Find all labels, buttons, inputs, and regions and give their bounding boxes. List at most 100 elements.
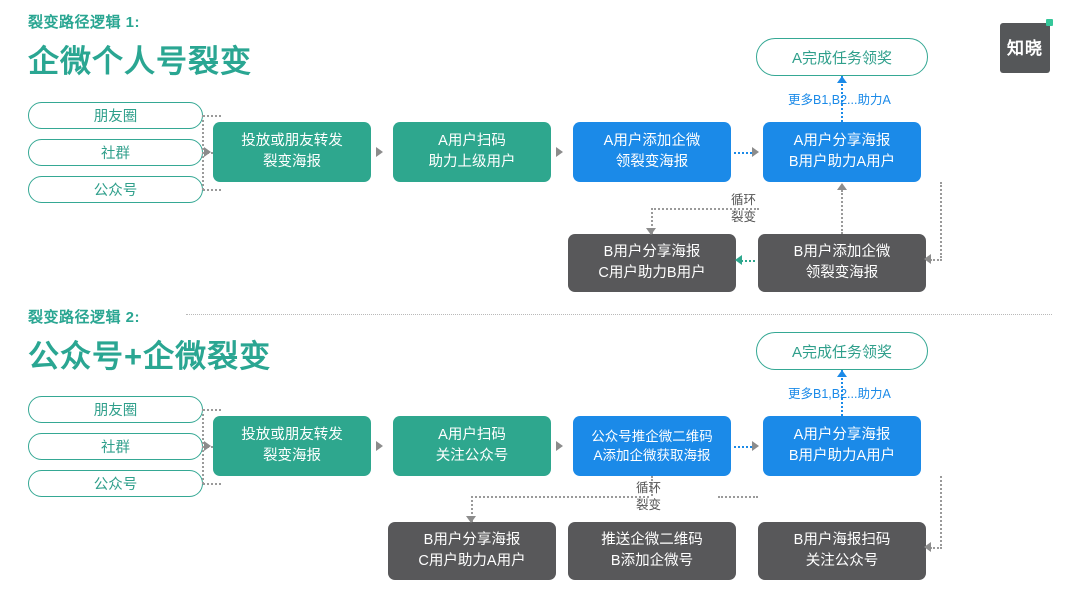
brand-logo: 知晓 [1000, 19, 1053, 73]
flow-step-line2: 关注公众号 [435, 448, 509, 464]
section-2-kicker: 裂变路径逻辑 2: [28, 309, 141, 326]
loop-step-line2: B添加企微号 [610, 553, 694, 569]
arrow-s1-2-to-3 [752, 147, 759, 157]
source-pill-label: 公众号 [93, 477, 138, 493]
flow-step-s1-0[interactable]: 投放或朋友转发 裂变海报 [213, 122, 371, 182]
flow-step-s2-3[interactable]: A用户分享海报 B用户助力A用户 [763, 416, 921, 476]
connector-s2-bus [202, 409, 204, 484]
arrow-s2-0-to-1 [376, 441, 383, 451]
arrow-s1-0-to-1 [376, 147, 383, 157]
flow-step-line1: 投放或朋友转发 [241, 427, 343, 444]
loop-step-s2-1[interactable]: 推送企微二维码 B添加企微号 [568, 522, 736, 580]
reward-note-s2: 更多B1,B2...助力A [788, 387, 891, 401]
flow-step-s2-1[interactable]: A用户扫码 关注公众号 [393, 416, 551, 476]
flow-step-s1-2[interactable]: A用户添加企微 领裂变海报 [573, 122, 731, 182]
connector-s1-into-loop1 [930, 259, 942, 261]
loop-caption-line2: 裂变 [731, 209, 757, 224]
connector-s2-into-loop2 [930, 547, 942, 549]
loop-step-line1: B用户添加企微 [793, 244, 891, 261]
arrow-s1-into-loop0 [646, 228, 656, 235]
loop-step-s1-1[interactable]: B用户添加企微 领裂变海报 [758, 234, 926, 292]
loop-step-s2-0[interactable]: B用户分享海报 C用户助力A用户 [388, 522, 556, 580]
connector-s2-2-to-3 [734, 446, 752, 448]
loop-step-line2: 关注公众号 [805, 553, 879, 569]
arrow-s1-loop-return [837, 183, 847, 190]
flow-step-line1: 公众号推企微二维码 [591, 428, 713, 444]
source-pill-label: 公众号 [93, 183, 138, 199]
arrow-s2-into-loop0 [466, 516, 476, 523]
section-1-title: 企微个人号裂变 [28, 44, 252, 79]
connector-s2-loop0-top [471, 496, 649, 498]
flow-step-line2: A添加企微获取海报 [593, 448, 711, 463]
connector-s1-loop-return [841, 190, 843, 234]
section-divider [186, 314, 1052, 315]
loop-step-line2: C用户助力B用户 [598, 265, 706, 281]
brand-logo-text: 知晓 [1007, 38, 1043, 58]
flow-step-line1: A用户扫码 [438, 133, 506, 150]
connector-s2-pill2 [203, 483, 221, 485]
loop-step-line1: B用户分享海报 [603, 244, 701, 261]
connector-s2-down-right [940, 476, 942, 546]
flow-step-line1: 投放或朋友转发 [241, 133, 343, 150]
flow-step-line2: 领裂变海报 [615, 154, 689, 170]
connector-s1-loop0-top [651, 208, 759, 210]
source-pill-s2-1[interactable]: 社群 [28, 433, 203, 460]
source-pill-s1-0[interactable]: 朋友圈 [28, 102, 203, 129]
connector-s2-loop-right [718, 496, 758, 498]
flow-step-line2: B用户助力A用户 [788, 154, 896, 170]
loop-caption-line2: 裂变 [636, 497, 662, 512]
arrow-s2-to-reward [837, 370, 847, 377]
source-pill-s1-1[interactable]: 社群 [28, 139, 203, 166]
source-pill-s2-0[interactable]: 朋友圈 [28, 396, 203, 423]
connector-s2-pill0 [203, 409, 221, 411]
loop-step-line2: 领裂变海报 [805, 265, 879, 281]
section-2-title: 公众号+企微裂变 [28, 339, 272, 374]
arrow-s1-into-loop1 [924, 254, 931, 264]
reward-node-s1[interactable]: A完成任务领奖 [756, 38, 928, 76]
loop-step-line1: B用户海报扫码 [793, 532, 891, 549]
flow-step-s1-3[interactable]: A用户分享海报 B用户助力A用户 [763, 122, 921, 182]
connector-s1-down-right [940, 182, 942, 258]
connector-s1-loop0-down [651, 208, 653, 234]
source-pill-label: 朋友圈 [93, 403, 138, 419]
source-pill-s2-2[interactable]: 公众号 [28, 470, 203, 497]
flow-step-s2-2[interactable]: 公众号推企微二维码 A添加企微获取海报 [573, 416, 731, 476]
arrow-s1-loop1-to-loop0 [735, 255, 742, 265]
connector-s1-pill0 [203, 115, 221, 117]
arrow-s2-2-to-3 [752, 441, 759, 451]
loop-step-s1-0[interactable]: B用户分享海报 C用户助力B用户 [568, 234, 736, 292]
arrow-s2-into-loop2 [924, 542, 931, 552]
arrow-s2-1-to-2 [556, 441, 563, 451]
source-pill-label: 社群 [101, 440, 130, 456]
connector-s1-to-reward [841, 76, 843, 122]
flow-step-line2: 裂变海报 [263, 448, 321, 464]
connector-s2-loop0-down [471, 496, 473, 522]
source-pill-label: 朋友圈 [93, 109, 138, 125]
brand-logo-accent-dot [1046, 19, 1053, 26]
loop-step-s2-2[interactable]: B用户海报扫码 关注公众号 [758, 522, 926, 580]
flow-step-s2-0[interactable]: 投放或朋友转发 裂变海报 [213, 416, 371, 476]
section-1-kicker: 裂变路径逻辑 1: [28, 14, 141, 31]
loop-step-line1: B用户分享海报 [423, 532, 521, 549]
reward-node-s2[interactable]: A完成任务领奖 [756, 332, 928, 370]
loop-caption-line1: 循环 [636, 481, 662, 495]
connector-s1-loop1-to-loop0 [741, 260, 755, 262]
flow-step-s1-1[interactable]: A用户扫码 助力上级用户 [393, 122, 551, 182]
loop-caption-s1: 循环 裂变 [731, 192, 765, 225]
reward-label: A完成任务领奖 [791, 49, 892, 67]
flow-step-line1: A用户扫码 [438, 427, 506, 444]
source-pill-s1-2[interactable]: 公众号 [28, 176, 203, 203]
loop-step-line1: 推送企微二维码 [601, 532, 703, 549]
arrow-s1-to-reward [837, 76, 847, 83]
arrow-s2-into-step0 [204, 441, 211, 451]
connector-s2-loop-tap [651, 476, 653, 496]
flow-step-line1: A用户分享海报 [793, 133, 891, 150]
reward-note-s1: 更多B1,B2...助力A [788, 93, 891, 107]
flow-step-line2: 裂变海报 [263, 154, 321, 170]
loop-caption-s2: 循环 裂变 [636, 480, 670, 513]
connector-s1-bus [202, 115, 204, 190]
source-pill-label: 社群 [101, 146, 130, 162]
connector-s2-to-reward [841, 370, 843, 416]
connector-s1-pill1 [203, 152, 221, 154]
